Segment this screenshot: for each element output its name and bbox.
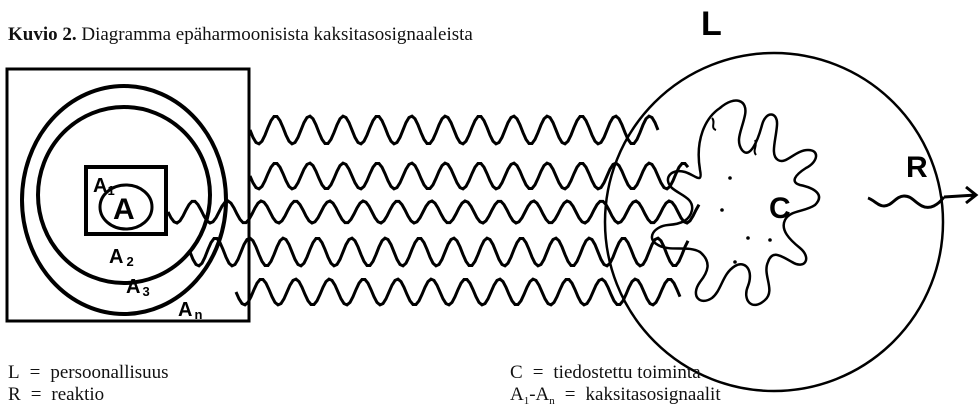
blob-detail <box>711 117 717 131</box>
ellipse-an <box>20 84 228 316</box>
legend-left: L=persoonallisuus R=reaktio <box>8 362 169 406</box>
caption-title: Diagramma epäharmoonisista kaksitasosign… <box>81 24 473 45</box>
blob-detail <box>753 139 757 156</box>
label-L: L <box>701 5 722 43</box>
consciousness-blob <box>650 99 821 307</box>
signal-wave-line <box>248 114 660 146</box>
label-C: C <box>769 192 791 225</box>
legend-row: R=reaktio <box>8 384 105 405</box>
blob-dot <box>728 176 732 180</box>
reaction-wave <box>867 194 946 209</box>
outer-square <box>5 67 251 323</box>
blob-dot <box>720 208 724 212</box>
label-A: A <box>113 193 135 226</box>
legend-row: C=tiedostettu toiminta <box>510 362 701 383</box>
caption-number: Kuvio 2. <box>8 24 77 45</box>
signal-waves <box>166 114 701 307</box>
legend-row: A1-An = kaksitasosignaalit <box>510 384 721 407</box>
signal-wave-line <box>248 161 690 191</box>
label-A1: A1 <box>93 175 115 198</box>
blob-dot <box>746 236 750 240</box>
ellipse-a <box>98 183 154 231</box>
personality-circle <box>603 51 945 393</box>
blob-dot <box>733 260 737 264</box>
legend-right: C=tiedostettu toiminta A1-An = kaksitaso… <box>510 362 721 407</box>
signal-wave-line <box>166 199 701 225</box>
inner-rect <box>84 165 168 236</box>
reaction-arrow-icon <box>943 185 979 205</box>
legend-row: L=persoonallisuus <box>8 362 169 383</box>
blob-dot <box>768 238 772 242</box>
figure-caption: Kuvio 2. Diagramma epäharmoonisista kaks… <box>8 24 473 46</box>
label-R: R <box>906 151 928 184</box>
signal-wave-line <box>234 277 682 307</box>
signal-wave-line <box>188 236 690 268</box>
ellipse-a3 <box>36 105 212 285</box>
